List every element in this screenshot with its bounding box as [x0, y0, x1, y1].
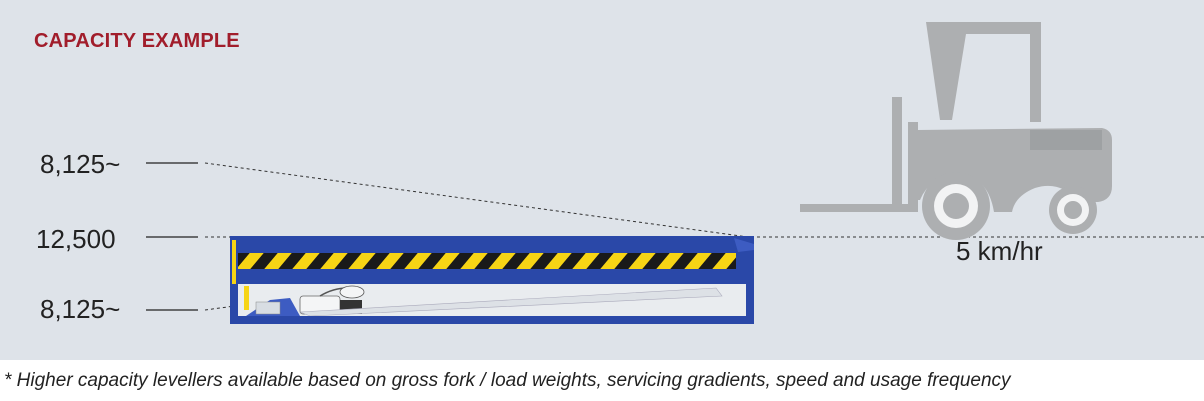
diagram-artwork — [146, 22, 1204, 324]
slope-line-top — [204, 162, 749, 238]
footnote: * Higher capacity levellers available ba… — [4, 370, 1011, 391]
capacity-label-top: 8,125~ — [40, 149, 121, 179]
capacity-label-bottom: 8,125~ — [40, 294, 121, 324]
dock-leveller-icon — [230, 236, 754, 324]
leader-lines — [146, 162, 198, 311]
speed-label: 5 km/hr — [956, 236, 1043, 266]
capacity-label-middle: 12,500 — [36, 224, 116, 254]
forklift-icon — [800, 22, 1112, 240]
diagram-title: CAPACITY EXAMPLE — [34, 30, 240, 52]
